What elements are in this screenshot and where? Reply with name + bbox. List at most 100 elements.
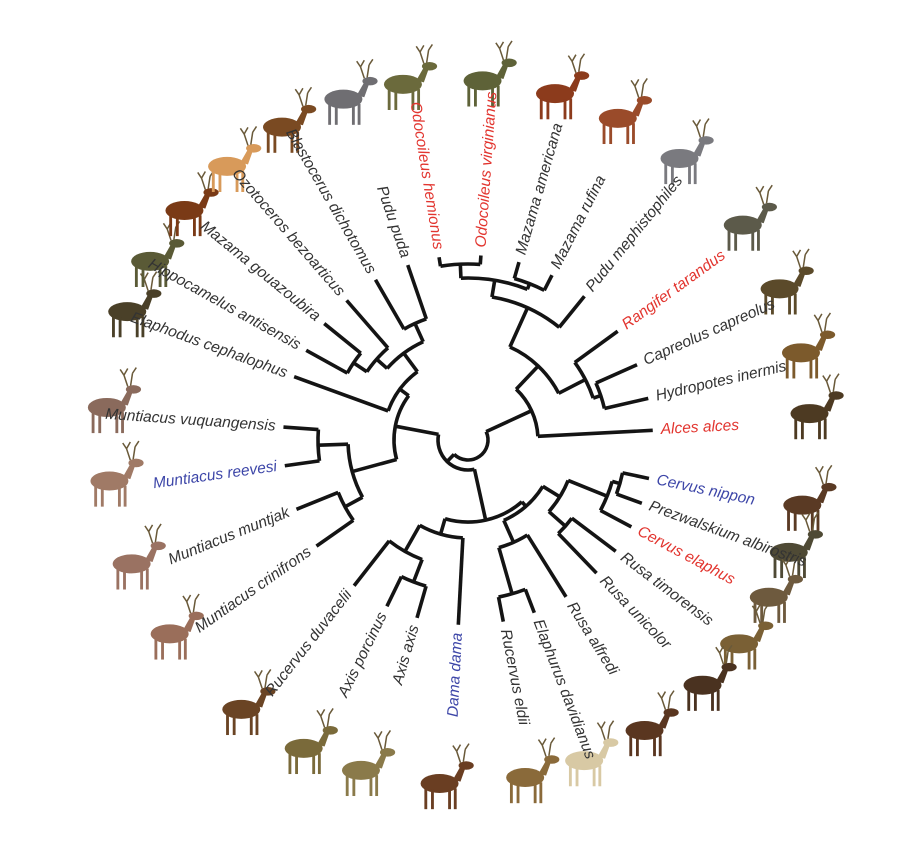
tree-branch-84 [398,387,410,398]
tree-branch-22 [537,428,653,439]
tree-branch-60 [295,490,339,511]
tree-branch-64 [283,425,319,432]
tree-branch-73 [352,361,368,374]
tree-arc-50 [400,574,427,588]
tree-branch-15 [604,396,649,411]
fallow-deer-illustration [420,743,474,810]
tree-branch-38 [525,534,568,598]
species-label: Axis axis [389,623,423,688]
tree-arc-89 [452,430,490,462]
tree-branch-44 [502,519,516,544]
tree-branch-74 [345,299,390,350]
tree-branch-49 [385,575,403,608]
tree-branch-10 [557,295,586,329]
tree-branch-19 [557,377,587,395]
pampas-deer-illustration [208,126,262,192]
pere-davids-deer-illustration [565,720,619,787]
tree-branch-54 [403,524,422,553]
tree-branch-80 [413,322,425,343]
sambar-illustration [683,644,737,711]
species-label: Rucervus eldii [497,628,532,727]
tree-branch-48 [415,585,428,619]
tree-branch-29 [599,508,633,529]
tree-branch-77 [373,278,406,331]
species-label: Mazama americana [513,121,567,257]
tree-branch-76 [375,357,389,370]
tree-branch-51 [411,558,424,583]
species-label: Rusa alfredi [563,599,622,679]
species-label: Muntiacus reevesi [152,458,279,492]
tree-branch-37 [541,484,561,499]
tree-branch-12 [508,307,530,348]
tree-branch-5 [542,274,554,292]
moose-illustration [790,373,844,440]
tree-branch-47 [456,537,465,625]
white-tailed-deer-illustration [463,40,517,107]
tree-arc-87 [436,434,475,472]
species-label: Alces alces [659,417,739,438]
southern-pudu-illustration [324,58,378,125]
black-muntjac-illustration [150,593,204,660]
tree-arc-72 [345,352,363,374]
tree-arc-75 [365,346,390,373]
tree-arc-81 [385,340,424,370]
sika-deer-illustration [783,464,837,531]
tree-branch-70 [305,348,349,375]
species-label: Axis porcinus [335,609,391,700]
species-label: Mazama rufina [548,172,610,271]
tree-branch-52 [352,539,391,587]
species-label: Pudu puda [373,184,414,261]
tree-arc-34 [557,517,574,535]
tree-branch-69 [293,375,389,413]
mule-deer-illustration [383,44,438,110]
gray-brocket-illustration [165,170,219,237]
tree-branches [283,255,653,625]
species-label: Muntiacus muntjak [166,504,293,569]
tree-branch-66 [318,442,349,448]
tree-branch-42 [497,547,514,595]
species-label: Dama dama [445,632,466,718]
tree-branch-14 [595,363,638,385]
red-brocket-illustration [536,53,590,120]
indian-muntjac-illustration [112,523,166,590]
species-label: Hydropotes inermis [654,358,788,405]
species-label: Prezwalskium albirostris [647,498,809,571]
tree-arc-61 [336,491,355,522]
roe-deer-illustration [760,248,814,315]
red-deer-illustration [749,556,803,623]
water-deer-illustration [781,312,836,379]
tree-branch-31 [567,478,608,498]
tree-branch-39 [523,588,536,614]
tree-branch-32 [570,516,617,553]
tree-branch-33 [557,532,598,575]
tree-branch-58 [472,468,488,521]
hog-deer-illustration [284,708,338,775]
barasingha-illustration [222,669,276,736]
species-label: Muntiacus crinifrons [192,543,315,636]
tree-branch-26 [615,492,643,505]
dwarf-red-brocket-illustration [598,78,653,145]
giant-muntjac-illustration [87,367,142,434]
tree-arc-65 [316,429,322,462]
tree-branch-78 [406,264,429,320]
tree-branch-3 [458,264,463,279]
tree-branch-62 [344,495,364,509]
marsh-deer-illustration [263,86,317,153]
deer-illustrations [87,40,844,810]
tree-branch-1 [478,255,483,265]
tree-branch-71 [323,322,362,355]
species-label: Muntiacus vuquangensis [105,406,277,435]
tree-branch-68 [351,457,398,474]
tree-branch-63 [284,459,320,468]
tree-arc-55 [418,523,463,540]
tree-branch-46 [520,500,528,508]
northern-pudu-illustration [660,118,714,185]
tree-branch-86 [394,424,439,437]
visayan-spotted-deer-illustration [625,690,679,757]
tree-branch-9 [490,279,497,298]
tree-branch-59 [315,518,355,548]
tree-branch-82 [402,352,419,373]
chital-illustration [341,730,396,797]
